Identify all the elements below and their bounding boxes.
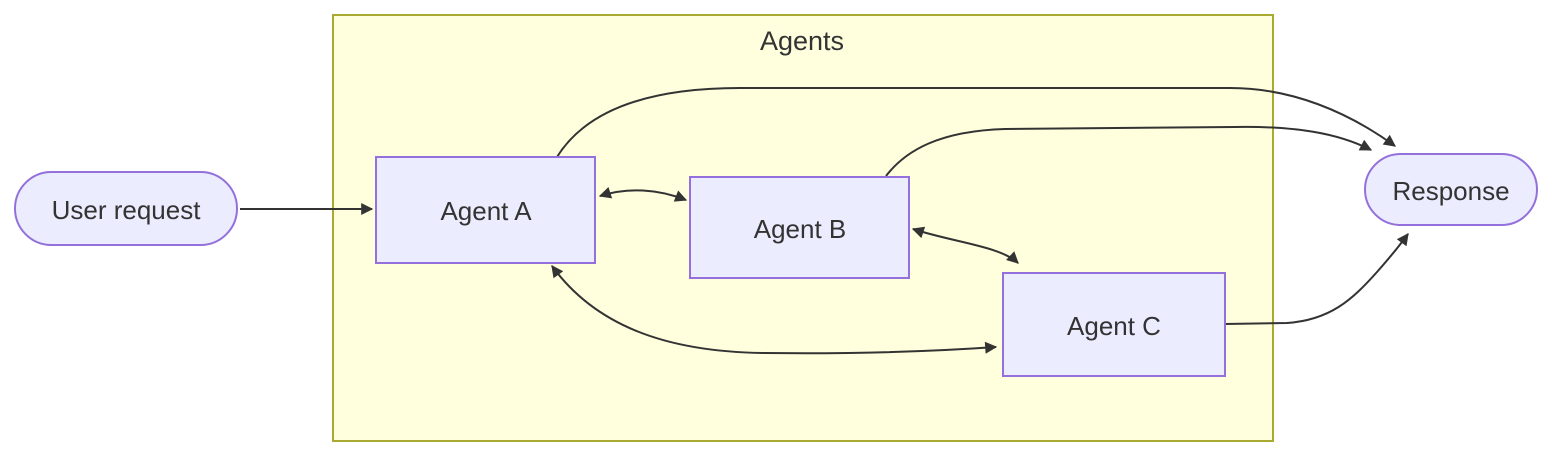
node-agent-b-shape — [689, 176, 910, 279]
node-agent-c: Agent C — [1002, 272, 1226, 377]
node-agent-b: Agent B — [689, 176, 910, 279]
node-response: Response — [1364, 153, 1538, 226]
node-response-shape — [1364, 153, 1538, 226]
node-response-label: Response — [1392, 176, 1509, 206]
node-agent-a: Agent A — [375, 156, 596, 264]
node-agent-c-label: Agent C — [1067, 311, 1161, 341]
node-agent-a-label: Agent A — [440, 196, 532, 226]
node-agent-c-shape — [1002, 272, 1226, 377]
node-agent-b-label: Agent B — [754, 214, 847, 244]
edge-agent-a-to-response — [556, 87, 1396, 158]
node-user-request-shape — [14, 171, 238, 246]
cluster-agents-label: Agents — [760, 26, 844, 56]
edge-agent-b-agent-c-bidirectional — [911, 226, 1019, 264]
node-agent-a-shape — [375, 156, 596, 264]
edge-agent-b-to-response — [885, 125, 1373, 177]
edge-agent-a-agent-b-bidirectional — [598, 186, 688, 202]
node-user-request: User request — [14, 171, 238, 246]
edge-agent-c-to-response — [1224, 233, 1409, 325]
node-user-request-label: User request — [52, 195, 202, 225]
edges-layer — [240, 87, 1409, 355]
edge-agent-a-agent-c-bidirectional — [551, 265, 998, 355]
